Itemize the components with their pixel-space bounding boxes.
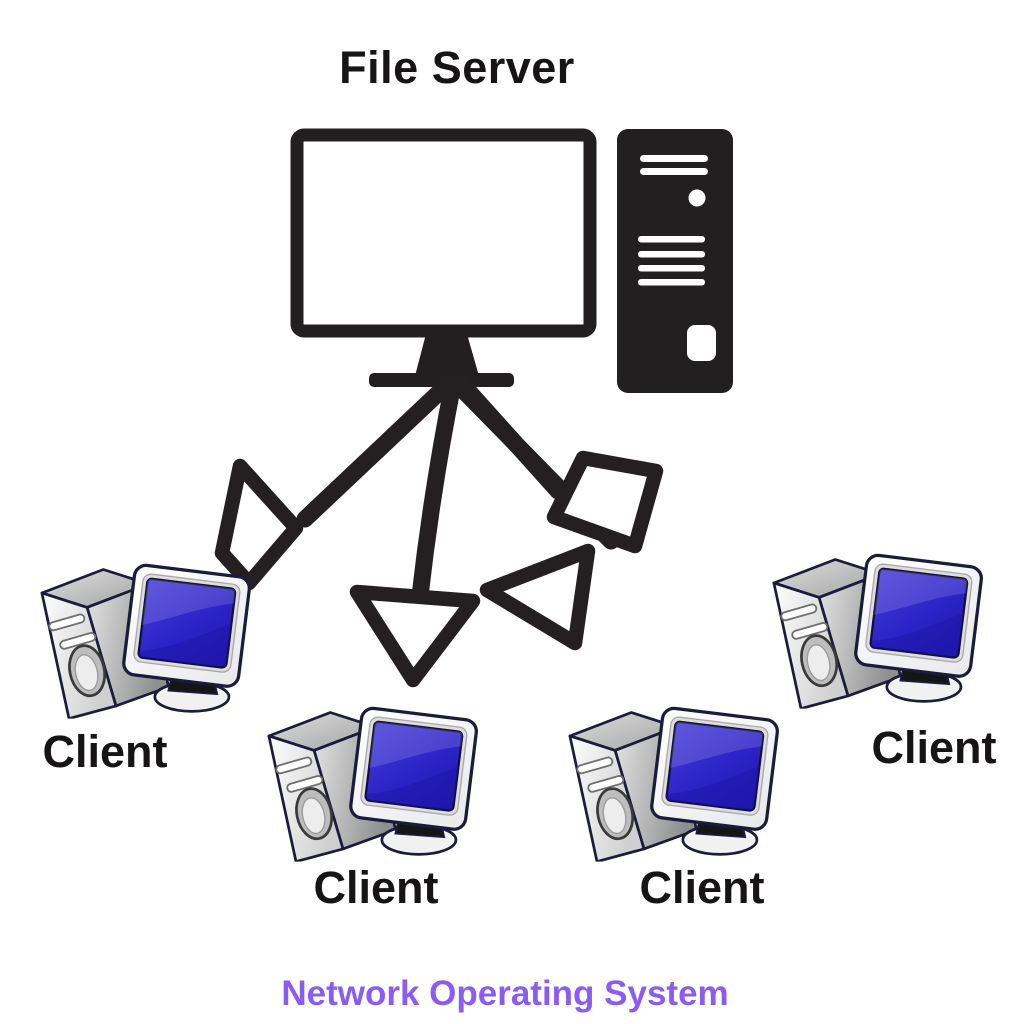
client-computer-icon <box>754 541 998 709</box>
client-label-bottom-left: Client <box>313 862 439 913</box>
arrow-shaft-left <box>296 375 457 528</box>
arrowhead-down <box>349 584 481 688</box>
client-label-left: Client <box>42 726 168 777</box>
arrow-shaft-down <box>411 375 462 605</box>
client-label-bottom-right: Client <box>639 862 765 913</box>
client-computer-icon <box>249 694 493 862</box>
client-computer-bottom-left <box>249 694 493 862</box>
client-computer-bottom-right <box>550 694 794 862</box>
client-computer-icon <box>550 694 794 862</box>
diagram-title: File Server <box>339 42 575 93</box>
client-computer-right <box>754 541 998 709</box>
client-computer-icon <box>22 551 266 719</box>
diagram-caption: Network Operating System <box>281 974 729 1013</box>
arrow-shaft-down-right <box>448 375 620 550</box>
client-label-right: Client <box>871 722 997 773</box>
arrowhead-right <box>546 450 664 554</box>
file-server-icon <box>290 128 733 393</box>
client-computer-left <box>22 551 266 719</box>
arrow-shaft-right <box>453 375 567 500</box>
arrowhead-down-right <box>479 543 596 651</box>
